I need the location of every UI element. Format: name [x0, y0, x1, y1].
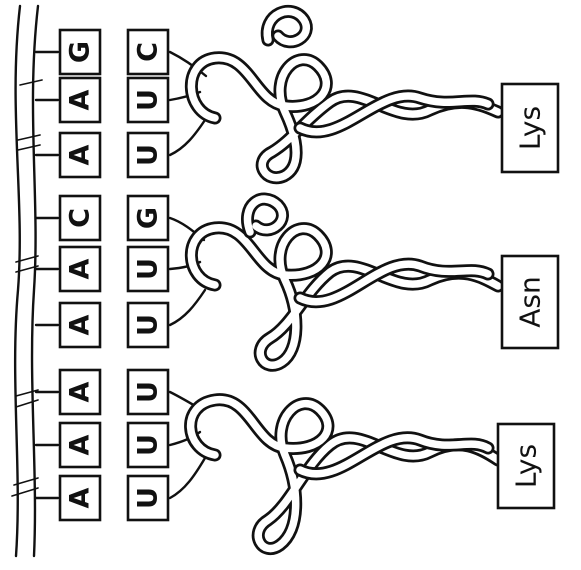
trna-1-anticodon: U U U	[128, 370, 168, 520]
trna-3: U U C Lys	[128, 11, 558, 177]
mrna-base: A	[60, 370, 100, 414]
anticodon-base: U	[128, 247, 168, 291]
svg-text:C: C	[65, 208, 96, 228]
trna-body	[191, 199, 498, 365]
mrna-codon-2: A A C	[60, 196, 100, 347]
mrna-base: G	[60, 30, 100, 74]
mrna-codon-3: A A G	[60, 30, 100, 177]
mrna-base: A	[60, 303, 100, 347]
svg-text:A: A	[65, 258, 96, 279]
mrna-base: A	[60, 247, 100, 291]
mrna-base: A	[60, 78, 100, 122]
svg-text:Lys: Lys	[514, 106, 547, 150]
svg-text:A: A	[65, 314, 96, 335]
mrna-base: A	[60, 133, 100, 177]
anticodon-base: U	[128, 78, 168, 122]
mrna-codon-stems	[36, 52, 58, 498]
mrna-strand	[12, 6, 42, 556]
trna-3-anticodon: U U C	[128, 30, 168, 177]
svg-text:U: U	[133, 487, 164, 509]
anticodon-base: U	[128, 303, 168, 347]
anticodon-base: U	[128, 370, 168, 414]
svg-text:U: U	[133, 381, 164, 403]
trna-2-anticodon: U U G	[128, 196, 168, 347]
svg-text:Asn: Asn	[514, 276, 547, 328]
svg-text:Lys: Lys	[510, 444, 543, 488]
svg-text:A: A	[65, 487, 96, 508]
mrna-base: A	[60, 423, 100, 467]
svg-text:U: U	[133, 144, 164, 166]
anticodon-base: U	[128, 133, 168, 177]
trna-body	[191, 400, 498, 549]
svg-text:A: A	[65, 434, 96, 455]
svg-text:U: U	[133, 314, 164, 336]
amino-acid-box: Lys	[498, 424, 554, 508]
svg-text:U: U	[133, 258, 164, 280]
trna-2: U U G Asn	[128, 196, 558, 365]
anticodon-base: U	[128, 476, 168, 520]
amino-acid-box: Asn	[502, 256, 558, 348]
svg-text:A: A	[65, 381, 96, 402]
svg-text:U: U	[133, 89, 164, 111]
svg-text:G: G	[65, 41, 96, 63]
trna-body	[191, 11, 498, 177]
svg-text:A: A	[65, 89, 96, 110]
trna-1: U U U Lys	[128, 370, 554, 549]
svg-text:A: A	[65, 144, 96, 165]
anticodon-base: U	[128, 423, 168, 467]
mrna-codon-1: A A A	[60, 370, 100, 520]
anticodon-base: G	[128, 196, 168, 240]
svg-text:C: C	[133, 42, 164, 62]
amino-acid-box: Lys	[502, 84, 558, 172]
svg-text:U: U	[133, 434, 164, 456]
mrna-base: C	[60, 196, 100, 240]
svg-text:G: G	[133, 207, 164, 229]
mrna-base: A	[60, 476, 100, 520]
anticodon-base: C	[128, 30, 168, 74]
